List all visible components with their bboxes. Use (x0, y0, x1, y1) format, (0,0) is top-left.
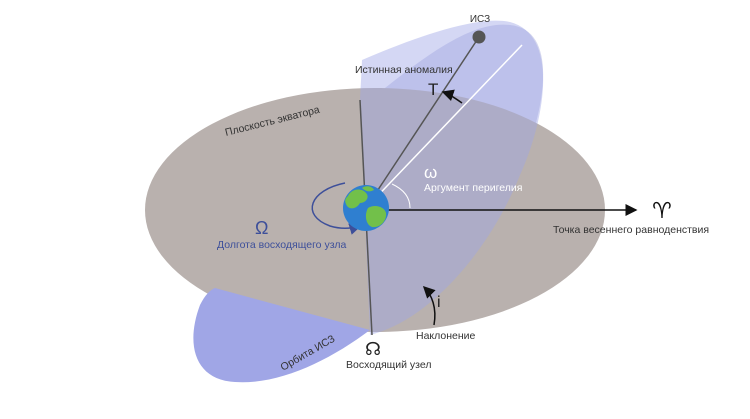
perigee-argument-label: Аргумент перигелия (424, 182, 522, 194)
satellite-dot (472, 30, 486, 44)
ascending-longitude-label: Долгота восходящего узла (217, 239, 347, 251)
earth-icon (343, 185, 389, 231)
ascending-node-label: Восходящий узел (346, 359, 432, 371)
vernal-equinox-label: Точка весеннего равноденствия (553, 224, 709, 236)
ascending-node-symbol: ☊ (365, 339, 381, 359)
vernal-equinox-symbol: ♈ (652, 198, 672, 223)
ascending-longitude-arc (311, 182, 362, 235)
inclination-label: Наклонение (416, 330, 476, 342)
omega-small-symbol: ω (424, 163, 437, 182)
orbit-plane-lower (193, 288, 370, 383)
inclination-arc (422, 285, 436, 326)
satellite-label: ИСЗ (470, 14, 490, 25)
satellite-radius-line (365, 36, 480, 209)
true-anomaly-symbol: T (428, 80, 438, 99)
perigee-argument-arc (391, 183, 411, 209)
true-anomaly-arc (441, 89, 463, 104)
true-anomaly-label: Истинная аномалия (355, 64, 453, 76)
omega-big-symbol: Ω (255, 218, 268, 238)
perigee-line (365, 44, 523, 209)
inclination-symbol: i (437, 294, 441, 311)
orbit-plane-front (360, 20, 544, 336)
